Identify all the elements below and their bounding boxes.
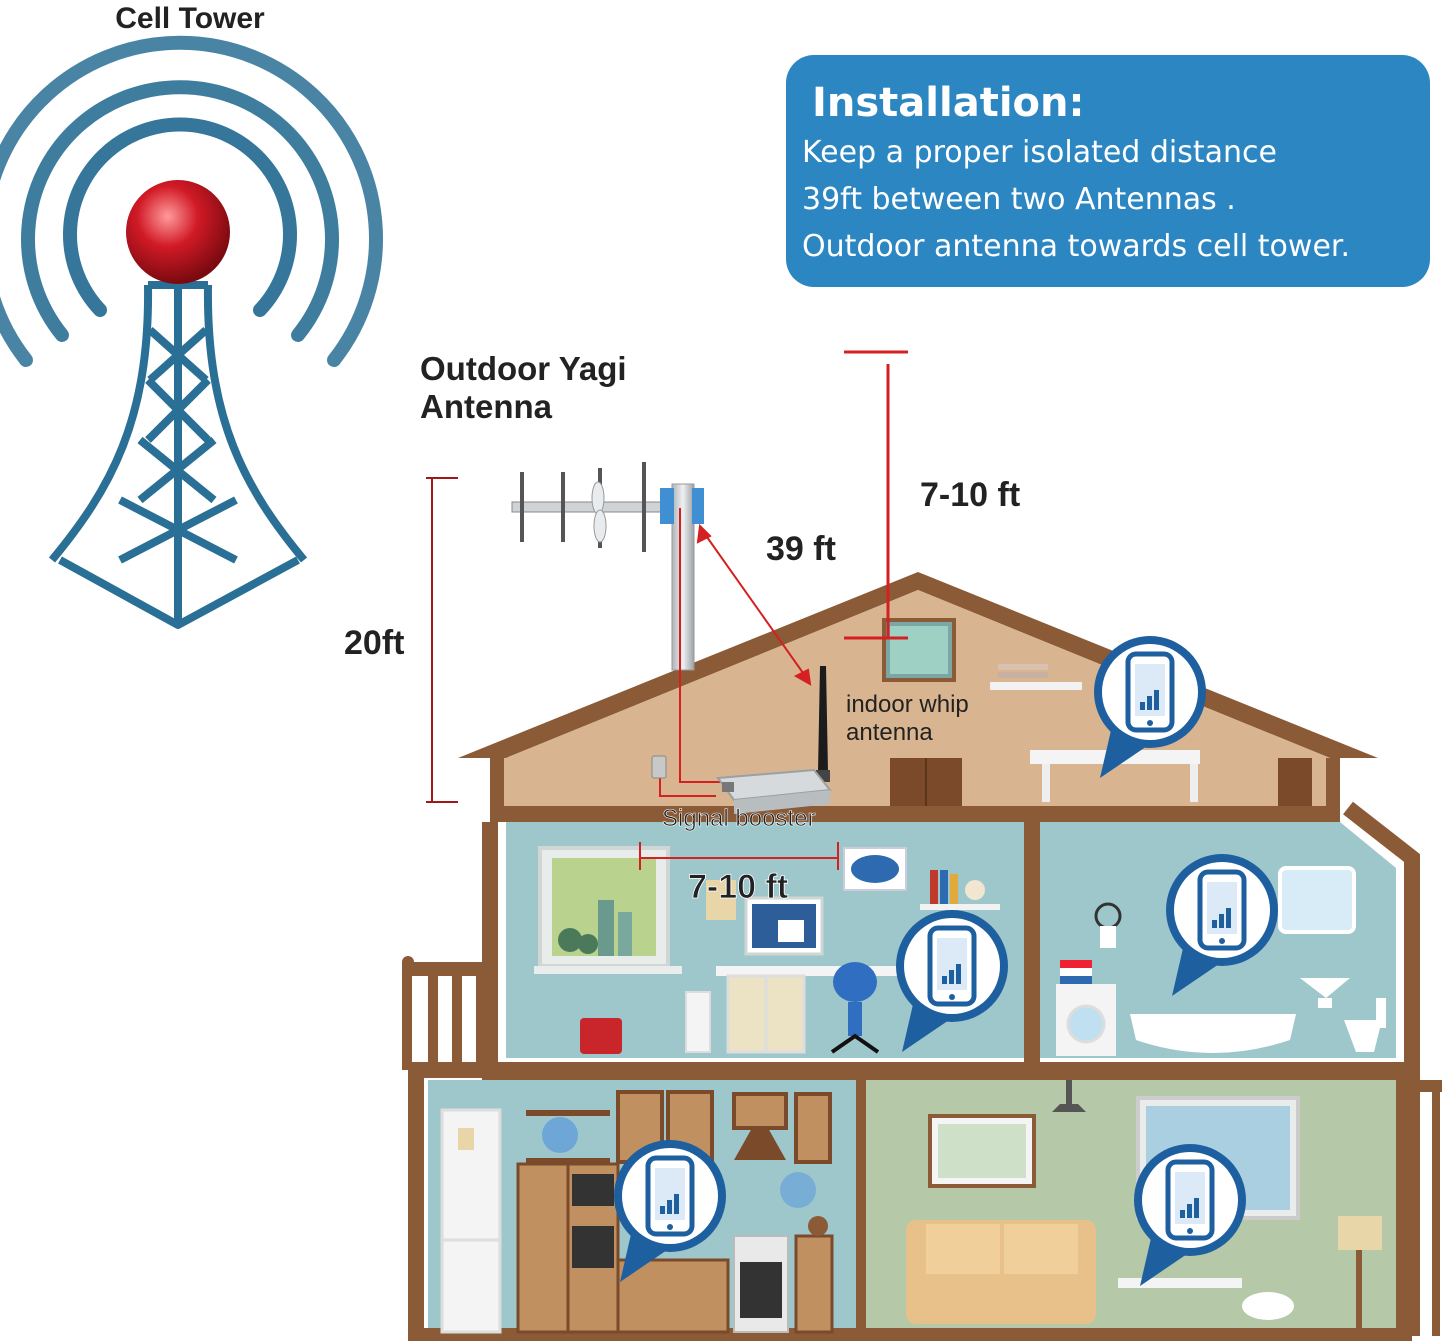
- installation-line-2: 39ft between two Antennas .: [802, 182, 1236, 217]
- distance-39ft-label: 39 ft: [766, 530, 836, 568]
- bathroom-furniture: [1056, 866, 1386, 1056]
- measure-roof-clearance: [844, 350, 908, 640]
- distance-indoor-label: 7-10 ft: [688, 868, 788, 906]
- installation-title: Installation:: [812, 80, 1085, 126]
- phone-signal-icon: [1094, 636, 1206, 778]
- measure-indoor-clearance: [639, 842, 839, 870]
- outdoor-antenna-label-line1: Outdoor Yagi: [420, 350, 627, 387]
- kitchen-furniture: [440, 1090, 834, 1334]
- cell-tower-icon: [0, 35, 383, 629]
- yagi-antenna-icon: [511, 462, 704, 671]
- phone-signal-icon: [1134, 1144, 1246, 1286]
- power-adapter-icon: [651, 755, 667, 779]
- office-furniture: [534, 846, 1000, 1054]
- outdoor-antenna-label-line2: Antenna: [420, 388, 553, 425]
- measure-39ft-arrow: [696, 523, 812, 686]
- indoor-whip-label-line2: antenna: [846, 719, 933, 746]
- phone-signal-icon: [614, 1140, 726, 1282]
- installation-box: Installation: Keep a proper isolated dis…: [786, 55, 1430, 287]
- distance-roof-label: 7-10 ft: [920, 476, 1020, 514]
- height-20ft-label: 20ft: [344, 624, 404, 662]
- coax-cable: [659, 508, 726, 797]
- installation-line-3: Outdoor antenna towards cell tower.: [802, 229, 1351, 264]
- measure-20ft: [426, 477, 458, 803]
- indoor-whip-label-line1: indoor whip: [846, 691, 969, 718]
- installation-line-1: Keep a proper isolated distance: [802, 135, 1277, 170]
- signal-booster-label: Signal booster: [662, 805, 815, 832]
- phone-signal-icon: [1166, 854, 1278, 996]
- phone-signal-icon: [896, 910, 1008, 1052]
- balcony: [402, 956, 498, 1070]
- cell-tower-label: Cell Tower: [115, 2, 265, 35]
- roof: [458, 572, 1378, 758]
- signal-booster-icon: [716, 768, 832, 814]
